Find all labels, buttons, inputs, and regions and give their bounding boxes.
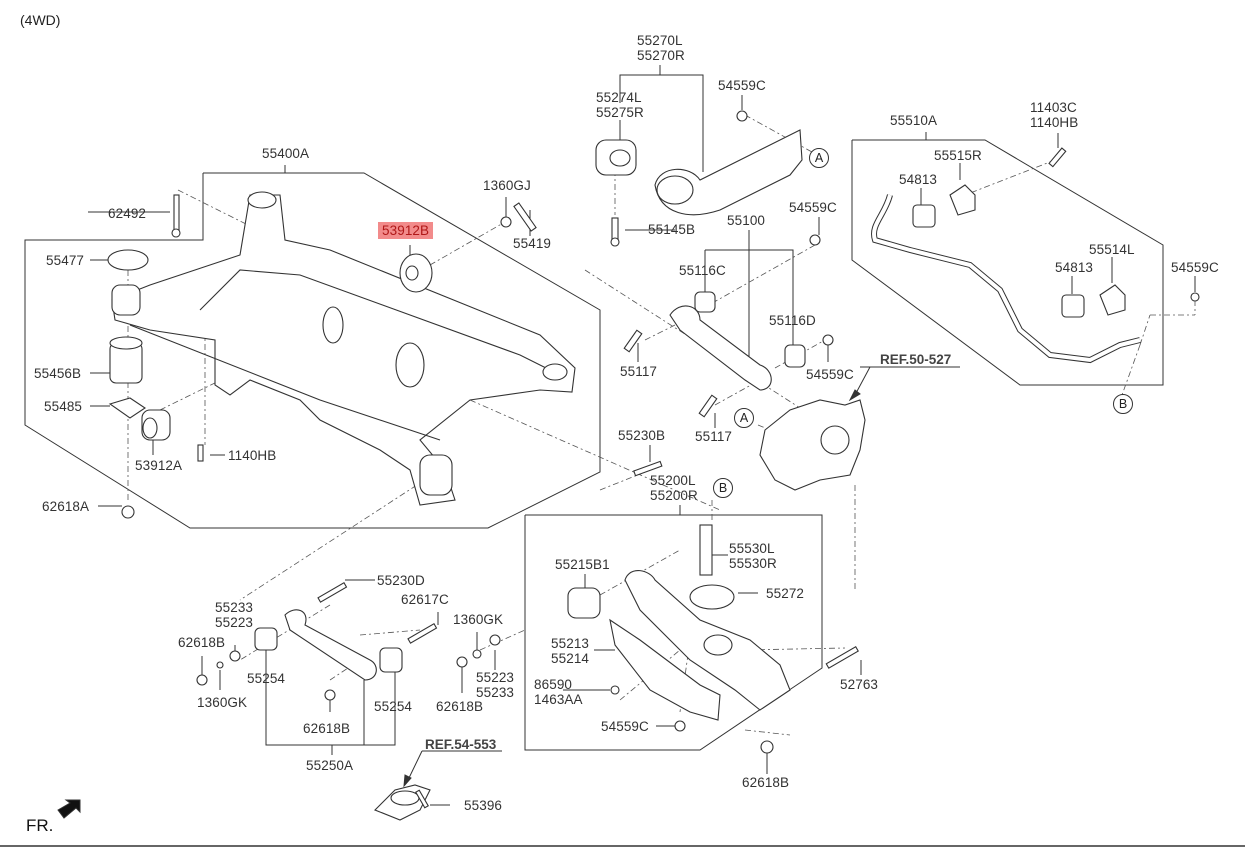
part-label-54559C[interactable]: 54559C (718, 78, 766, 93)
part-label-52763[interactable]: 52763 (840, 677, 879, 692)
part-label-55200[interactable]: 55200L 55200R (650, 473, 698, 503)
part-label-62618B[interactable]: 62618B (436, 699, 484, 714)
part-label-55530[interactable]: 55530L 55530R (729, 541, 777, 571)
part-label-55485[interactable]: 55485 (44, 399, 83, 414)
part-label-55117[interactable]: 55117 (620, 364, 658, 379)
part-label-55250A[interactable]: 55250A (306, 758, 354, 773)
part-label-55116D[interactable]: 55116D (769, 313, 816, 328)
part-label-55230D[interactable]: 55230D (377, 573, 425, 588)
group-outline-55400A (24, 172, 601, 529)
part-label-86590-line[interactable]: 86590 (534, 677, 573, 692)
part-label-62618B[interactable]: 62618B (742, 775, 790, 790)
part-label-55515R[interactable]: 55515R (934, 148, 982, 163)
part-label-54559C[interactable]: 54559C (789, 200, 837, 215)
part-label-54813[interactable]: 54813 (1055, 260, 1094, 275)
part-label-55274L[interactable]: 55274L (596, 90, 642, 105)
part-label-55215B1[interactable]: 55215B1 (555, 557, 610, 572)
part-label-55233-line[interactable]: 55233 (476, 685, 515, 700)
part-label-54559C[interactable]: 54559C (601, 719, 649, 734)
part-label-55419[interactable]: 55419 (513, 236, 552, 251)
part-label-1360GK[interactable]: 1360GK (453, 612, 504, 627)
part-label-55254[interactable]: 55254 (247, 671, 286, 686)
part-label-55116C[interactable]: 55116C (679, 263, 726, 278)
part-label-1140HB[interactable]: 1140HB (228, 448, 277, 463)
part-label-11403C[interactable]: 11403C 1140HB (1030, 100, 1078, 130)
bottom-divider (0, 845, 1245, 847)
part-label-55514L[interactable]: 55514L (1089, 242, 1135, 257)
part-label-55200R[interactable]: 55200R (650, 488, 698, 503)
assist-arm-55250A (284, 609, 377, 681)
part-label-53912B-highlighted[interactable]: 53912B (378, 222, 434, 239)
part-label-62617C[interactable]: 62617C (401, 592, 449, 607)
part-label-1360GK[interactable]: 1360GK (197, 695, 248, 710)
part-label-55145B[interactable]: 55145B (648, 222, 696, 237)
connector-B: B (713, 478, 733, 498)
knuckle (759, 399, 866, 491)
part-label-55223-line[interactable]: 55223 (476, 670, 515, 685)
part-label-55510A[interactable]: 55510A (890, 113, 938, 128)
part-label-54559C[interactable]: 54559C (806, 367, 854, 382)
part-label-55270[interactable]: 55270L 55270R (637, 33, 685, 63)
group-outline-55510A (851, 139, 1164, 386)
part-label-55100[interactable]: 55100 (727, 213, 766, 228)
part-label-1140HB-line[interactable]: 1140HB (1030, 115, 1079, 130)
connector-A: A (734, 408, 754, 428)
reference-label-50-527[interactable]: REF.50-527 (880, 352, 952, 367)
part-label-54559C[interactable]: 54559C (1171, 260, 1219, 275)
part-label-62618A[interactable]: 62618A (42, 499, 90, 514)
part-label-55223[interactable]: 55223 55233 (476, 670, 514, 700)
part-label-55530R[interactable]: 55530R (729, 556, 777, 571)
part-label-55272[interactable]: 55272 (766, 586, 805, 601)
part-label-55223-line[interactable]: 55223 (215, 615, 254, 630)
part-label-55233[interactable]: 55233 55223 (215, 600, 253, 630)
part-label-55200L[interactable]: 55200L (650, 473, 696, 488)
part-label-55530L[interactable]: 55530L (729, 541, 775, 556)
part-label-55213[interactable]: 55213 55214 (551, 636, 589, 666)
part-label-54813[interactable]: 54813 (899, 172, 938, 187)
part-label-55270R[interactable]: 55270R (637, 48, 685, 63)
part-label-55230B[interactable]: 55230B (618, 428, 666, 443)
reference-label-54-553[interactable]: REF.54-553 (425, 737, 497, 752)
part-label-55117[interactable]: 55117 (695, 429, 733, 444)
part-label-55254[interactable]: 55254 (374, 699, 413, 714)
part-label-55400A[interactable]: 55400A (262, 146, 310, 161)
part-label-55477[interactable]: 55477 (46, 253, 85, 268)
part-label-11403C-line[interactable]: 11403C (1030, 100, 1077, 115)
part-label-55213-line[interactable]: 55213 (551, 636, 590, 651)
part-label-55456B[interactable]: 55456B (34, 366, 82, 381)
part-label-62618B[interactable]: 62618B (178, 635, 226, 650)
part-label-55233-line[interactable]: 55233 (215, 600, 254, 615)
part-label-55214-line[interactable]: 55214 (551, 651, 590, 666)
part-label-55396[interactable]: 55396 (464, 798, 503, 813)
part-label-55275R[interactable]: 55275R (596, 105, 644, 120)
connector-A: A (809, 148, 829, 168)
part-label-62618B[interactable]: 62618B (303, 721, 351, 736)
part-label-55270L[interactable]: 55270L (637, 33, 683, 48)
part-label-1463AA-line[interactable]: 1463AA (534, 692, 583, 707)
part-label-86590[interactable]: 86590 1463AA (534, 677, 583, 707)
connector-B: B (1113, 394, 1133, 414)
variant-label: (4WD) (20, 12, 61, 28)
front-direction-label: FR. (26, 816, 54, 835)
part-label-55274[interactable]: 55274L 55275R (596, 90, 644, 120)
part-label-53912A[interactable]: 53912A (135, 458, 183, 473)
part-label-1360GJ[interactable]: 1360GJ (483, 178, 531, 193)
upper-arm-55100 (669, 305, 772, 391)
part-label-62492[interactable]: 62492 (108, 206, 147, 221)
